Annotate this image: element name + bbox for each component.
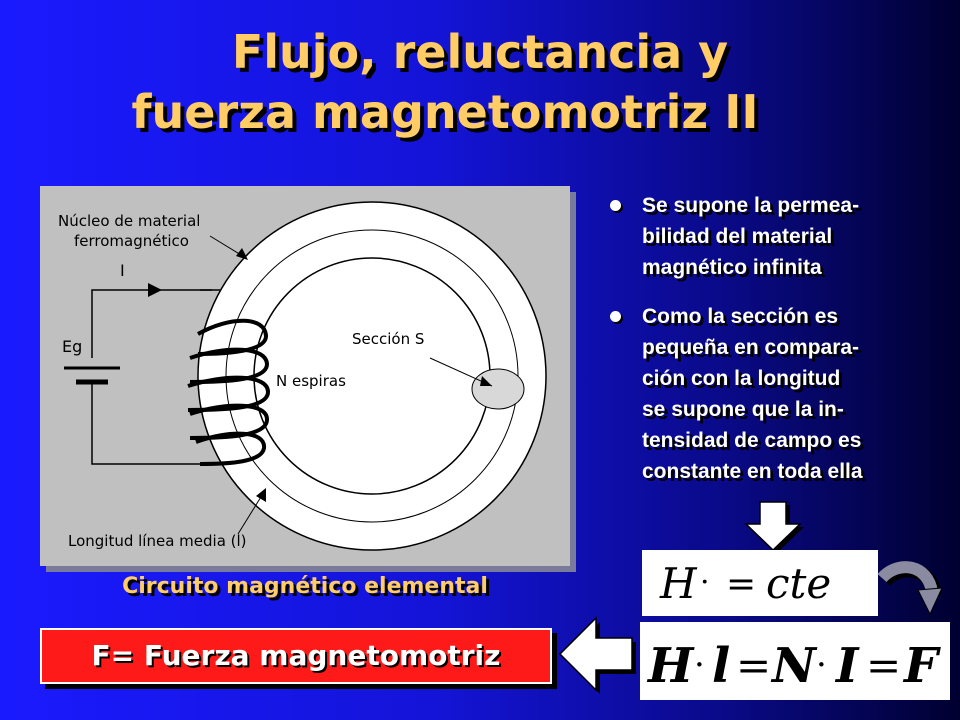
equation-h-constant: H · = cte: [642, 550, 878, 616]
title-line-1: Flujo, reluctancia y: [231, 25, 729, 79]
source-label: Eg: [62, 337, 82, 356]
diagram-caption: Circuito magnético elemental: [122, 574, 488, 599]
eq2-dot1: ·: [694, 645, 705, 685]
equation-mmf: H · l = N · I = F: [640, 622, 950, 700]
bullet-list: Se supone la permea- bilidad del materia…: [610, 190, 950, 505]
current-label: I: [120, 261, 125, 280]
eq2-n: N: [770, 638, 818, 694]
eq2-h: H: [646, 638, 695, 694]
bullet-line: tensidad de campo es: [642, 429, 862, 452]
section-label: Sección S: [352, 330, 424, 348]
title-line-2: fuerza magnetomotriz II: [131, 85, 759, 139]
eq2-dot2: ·: [816, 645, 827, 685]
bullet-dot-icon: [610, 200, 621, 211]
diagram-svg: Núcleo de material ferromagnético I Eg S…: [58, 201, 547, 551]
bullet-line: constante en toda ella: [642, 460, 863, 483]
arrow-left-icon: [556, 612, 640, 702]
eq2-f: F: [902, 638, 941, 694]
mmf-definition-box: F= Fuerza magnetomotriz: [40, 628, 552, 684]
section-ellipse: [471, 368, 525, 410]
core-label-line-1: Núcleo de material: [58, 212, 200, 230]
bullet-dot-icon: [610, 311, 621, 322]
bullet-item: Como la sección es pequeña en compara- c…: [610, 301, 950, 487]
eq2-equals-2: =: [866, 641, 901, 690]
slide-title: Flujo, reluctancia y fuerza magnetomotri…: [0, 22, 960, 142]
magnetic-circuit-diagram: Núcleo de material ferromagnético I Eg S…: [40, 186, 570, 566]
bullet-line: pequeña en compara-: [642, 336, 860, 359]
arrow-down-icon: [738, 498, 808, 558]
bullet-item: Se supone la permea- bilidad del materia…: [610, 190, 950, 283]
length-pointer: [237, 491, 265, 535]
bullet-line: Como la sección es: [642, 305, 839, 328]
core-pointer-head: [236, 248, 248, 260]
turns-label: N espiras: [276, 372, 346, 390]
section-pointer-head: [480, 376, 492, 386]
eq1-rhs: cte: [766, 559, 831, 608]
eq1-dot: ·: [700, 565, 710, 600]
bullet-line: ción con la longitud: [642, 367, 841, 390]
bullet-line: magnético infinita: [642, 256, 822, 279]
length-label: Longitud línea media (l): [68, 532, 247, 550]
eq1-equals: =: [726, 564, 756, 605]
bullet-line: se supone que la in-: [642, 398, 844, 421]
coil: [187, 318, 271, 466]
mmf-definition-text: F= Fuerza magnetomotriz: [91, 639, 501, 672]
curved-arrow-icon: [876, 556, 946, 630]
eq2-equals-1: =: [736, 641, 771, 690]
current-arrow: [148, 283, 162, 297]
core-label-line-2: ferromagnético: [74, 232, 189, 250]
eq1-h: H: [659, 559, 698, 608]
bullet-line: Se supone la permea-: [642, 194, 860, 217]
bullet-line: bilidad del material: [642, 225, 833, 248]
length-pointer-head: [256, 488, 266, 502]
eq2-l: l: [712, 638, 730, 694]
eq2-i: I: [834, 638, 860, 694]
circuit-wires: [91, 289, 220, 465]
